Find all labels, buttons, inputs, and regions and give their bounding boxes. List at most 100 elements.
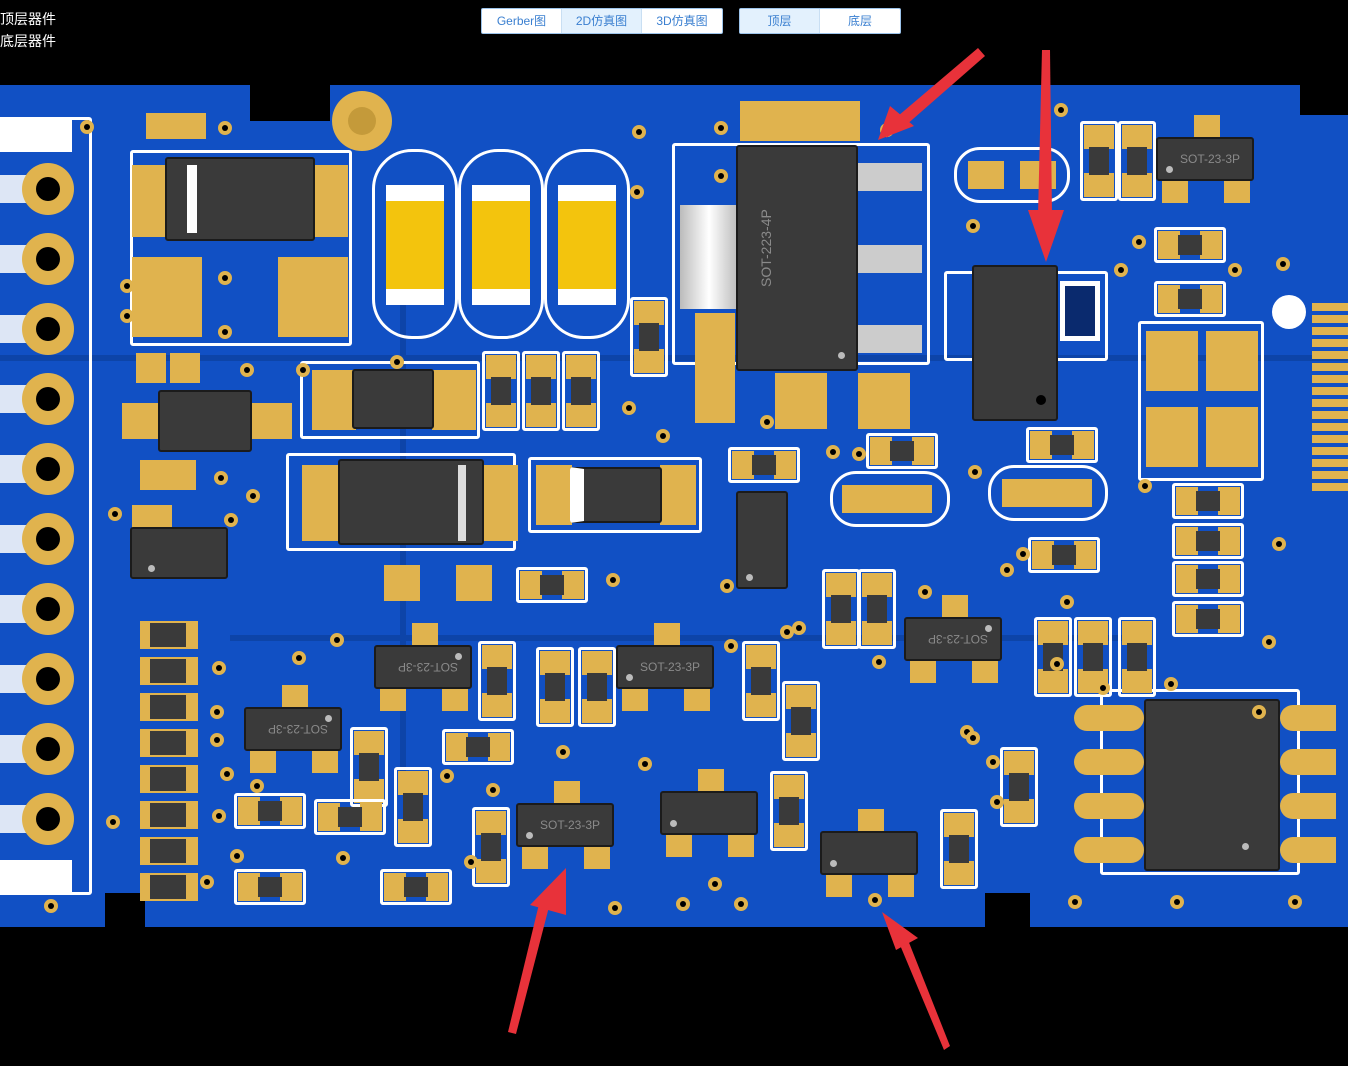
resistor-body[interactable]: [639, 323, 659, 351]
resistor-body[interactable]: [150, 731, 186, 755]
pad: [746, 693, 776, 717]
resistor-body[interactable]: [150, 623, 186, 647]
diode-body[interactable]: [570, 467, 662, 523]
resistor-body[interactable]: [1083, 643, 1103, 671]
via: [200, 875, 214, 889]
resistor-body[interactable]: [949, 835, 969, 863]
diode-body[interactable]: [352, 369, 434, 429]
tab-gerber[interactable]: Gerber图: [482, 9, 562, 33]
via: [714, 169, 728, 183]
tantalum-cap[interactable]: [558, 185, 616, 305]
sot23-body[interactable]: SOT-23-3P: [616, 645, 714, 689]
via: [464, 855, 478, 869]
fiducial: [1272, 295, 1306, 329]
resistor-body[interactable]: [545, 673, 565, 701]
sot23-body[interactable]: [130, 527, 228, 579]
pcb-board[interactable]: SOT-223-4P SOT-23-3P SOT-23-3P SOT-23-3P SO…: [0, 85, 1348, 927]
resistor-body[interactable]: [1127, 643, 1147, 671]
connector-pin[interactable]: [22, 583, 74, 635]
resistor-body[interactable]: [338, 807, 362, 827]
resistor-body[interactable]: [791, 707, 811, 735]
connector-pin[interactable]: [22, 653, 74, 705]
component-outline: [536, 647, 574, 727]
resistor-body[interactable]: [1196, 609, 1220, 629]
pad: [870, 437, 892, 465]
pad: [786, 733, 816, 757]
tab-bottom-layer[interactable]: 底层: [847, 14, 872, 28]
ic-body[interactable]: [972, 265, 1058, 421]
sot23-body[interactable]: SOT-23-3P: [516, 803, 614, 847]
pad: [634, 349, 664, 373]
resistor-body[interactable]: [752, 455, 776, 475]
tab-2d-sim[interactable]: 2D仿真图: [562, 9, 642, 33]
tab-3d-sim[interactable]: 3D仿真图: [656, 14, 708, 28]
connector-pin[interactable]: [22, 443, 74, 495]
sot23-body[interactable]: [820, 831, 918, 875]
sot23-body[interactable]: SOT-23-3P: [1156, 137, 1254, 181]
edge-pad: [1312, 399, 1348, 407]
sot223-body[interactable]: SOT-223-4P: [736, 145, 858, 371]
resistor-body[interactable]: [491, 377, 511, 405]
resistor-body[interactable]: [487, 667, 507, 695]
diode-body[interactable]: [165, 157, 315, 241]
resistor-body[interactable]: [890, 441, 914, 461]
resistor-body[interactable]: [481, 833, 501, 861]
sot23-body[interactable]: [736, 491, 788, 589]
resistor-body[interactable]: [150, 695, 186, 719]
resistor-body[interactable]: [150, 875, 186, 899]
resistor-body[interactable]: [831, 595, 851, 623]
resistor-body[interactable]: [403, 793, 423, 821]
connector-pin[interactable]: [22, 723, 74, 775]
sot23-body[interactable]: SOT-23-3P: [374, 645, 472, 689]
connector-pin[interactable]: [22, 163, 74, 215]
resistor-body[interactable]: [867, 595, 887, 623]
resistor-body[interactable]: [1196, 491, 1220, 511]
resistor-body[interactable]: [404, 877, 428, 897]
resistor-body[interactable]: [258, 801, 282, 821]
resistor-body[interactable]: [1178, 235, 1202, 255]
resistor-body[interactable]: [150, 839, 186, 863]
sot23-body[interactable]: [660, 791, 758, 835]
connector-pin[interactable]: [22, 233, 74, 285]
top-components-toggle[interactable]: 顶层器件: [0, 11, 56, 27]
resistor-body[interactable]: [540, 575, 564, 595]
resistor-body[interactable]: [150, 659, 186, 683]
resistor-body[interactable]: [466, 737, 490, 757]
tantalum-cap[interactable]: [472, 185, 530, 305]
resistor-body[interactable]: [359, 753, 379, 781]
resistor-body[interactable]: [1050, 435, 1074, 455]
diode-body[interactable]: [338, 459, 484, 545]
tab-top-layer[interactable]: 顶层: [740, 9, 820, 33]
via: [214, 471, 228, 485]
resistor-body[interactable]: [571, 377, 591, 405]
resistor-body[interactable]: [1009, 773, 1029, 801]
connector-pin[interactable]: [22, 793, 74, 845]
resistor-body[interactable]: [1196, 569, 1220, 589]
via: [630, 185, 644, 199]
resistor-body[interactable]: [587, 673, 607, 701]
resistor-body[interactable]: [751, 667, 771, 695]
resistor-body[interactable]: [1196, 531, 1220, 551]
component-outline: [472, 807, 510, 887]
component-outline: [858, 569, 896, 649]
resistor-body[interactable]: [150, 767, 186, 791]
resistor-body[interactable]: [531, 377, 551, 405]
resistor-body[interactable]: [150, 803, 186, 827]
sot23-body[interactable]: SOT-23-3P: [244, 707, 342, 751]
connector-pin[interactable]: [22, 303, 74, 355]
component-outline: [1118, 121, 1156, 201]
resistor-body[interactable]: [779, 797, 799, 825]
resistor-body[interactable]: [1089, 147, 1109, 175]
diode-body[interactable]: [158, 390, 252, 452]
resistor-body[interactable]: [1178, 289, 1202, 309]
sot23-body[interactable]: SOT-23-3P: [904, 617, 1002, 661]
resistor-body[interactable]: [258, 877, 282, 897]
soic-body[interactable]: [1144, 699, 1280, 871]
resistor-body[interactable]: [1127, 147, 1147, 175]
tantalum-cap[interactable]: [386, 185, 444, 305]
bottom-components-toggle[interactable]: 底层器件: [0, 33, 56, 49]
connector-pin[interactable]: [22, 373, 74, 425]
pad: [354, 731, 384, 755]
connector-pin[interactable]: [22, 513, 74, 565]
resistor-body[interactable]: [1052, 545, 1076, 565]
